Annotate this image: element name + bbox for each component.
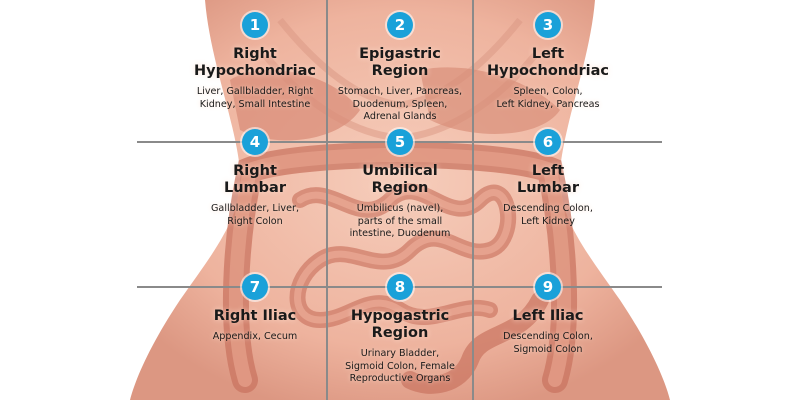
region-title: Hypogastric Region [350,308,450,341]
region-epigastric: 2 Epigastric Region Stomach, Liver, Panc… [310,12,490,124]
region-title: Right Lumbar [224,163,286,196]
region-umbilical: 5 Umbilical Region Umbilicus (navel), pa… [310,129,490,241]
region-title: Umbilical Region [362,163,438,196]
region-right-hypochondriac: 1 Right Hypochondriac Liver, Gallbladder… [165,12,345,111]
region-number-badge: 3 [535,12,561,38]
region-title: Left Lumbar [517,163,579,196]
region-title: Right Iliac [213,308,297,324]
region-number-badge: 5 [387,129,413,155]
region-title: Left Iliac [512,308,584,324]
region-right-iliac: 7 Right Iliac Appendix, Cecum [165,274,345,344]
region-organs: Gallbladder, Liver, Right Colon [211,203,299,227]
region-organs: Appendix, Cecum [212,331,298,342]
region-number-badge: 2 [387,12,413,38]
region-number-badge: 7 [242,274,268,300]
region-left-lumbar: 6 Left Lumbar Descending Colon, Left Kid… [458,129,638,228]
region-title: Right Hypochondriac [193,46,316,79]
region-organs: Urinary Bladder, Sigmoid Colon, Female R… [345,348,455,384]
region-left-hypochondriac: 3 Left Hypochondriac Spleen, Colon, Left… [458,12,638,111]
intestines [222,142,578,394]
region-organs: Spleen, Colon, Left Kidney, Pancreas [496,86,600,110]
region-hypogastric: 8 Hypogastric Region Urinary Bladder, Si… [310,274,490,386]
region-organs: Umbilicus (navel), parts of the small in… [349,203,451,239]
region-right-lumbar: 4 Right Lumbar Gallbladder, Liver, Right… [165,129,345,228]
region-title: Left Hypochondriac [486,46,609,79]
region-number-badge: 8 [387,274,413,300]
region-title: Epigastric Region [359,46,441,79]
region-organs: Liver, Gallbladder, Right Kidney, Small … [196,86,314,110]
region-number-badge: 9 [535,274,561,300]
region-left-iliac: 9 Left Iliac Descending Colon, Sigmoid C… [458,274,638,356]
region-number-badge: 6 [535,129,561,155]
region-organs: Descending Colon, Left Kidney [503,203,593,227]
region-organs: Stomach, Liver, Pancreas, Duodenum, Sple… [337,86,463,122]
region-number-badge: 4 [242,129,268,155]
region-grid [137,0,662,400]
region-organs: Descending Colon, Sigmoid Colon [503,331,593,355]
region-number-badge: 1 [242,12,268,38]
